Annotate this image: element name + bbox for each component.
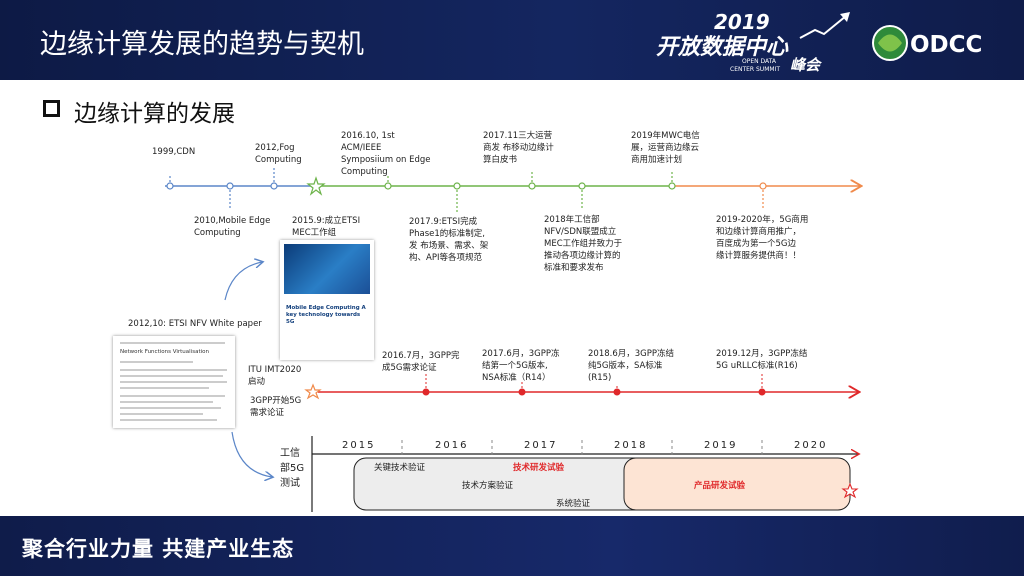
timeline-3gpp-node <box>422 388 430 396</box>
event-3gpp-2018: 2018.6月，3GPP冻结 纯5G版本，SA标准 (R15) <box>588 349 674 383</box>
timeline-node <box>384 182 392 190</box>
white-paper-title: Network Functions Virtualisation <box>120 349 209 355</box>
logo-arrow-head <box>840 12 850 22</box>
timeline-node <box>668 182 676 190</box>
gantt-year: 2016 <box>435 440 469 451</box>
gantt-row-label: 工信 部5G 测试 <box>280 448 305 489</box>
gantt-end-star <box>841 482 859 499</box>
gantt-year: 2017 <box>524 440 558 451</box>
gantt-year: 2018 <box>614 440 648 451</box>
timeline-node <box>270 182 278 190</box>
timeline-star-node <box>306 176 326 196</box>
event-2015-etsi: 2015.9:成立ETSI MEC工作组 <box>292 216 361 238</box>
event-3gpp-2017: 2017.6月，3GPP冻 结第一个5G版本, NSA标准（R14） <box>482 349 560 383</box>
gantt-item-solution: 技术方案验证 <box>462 481 514 491</box>
logo-en2: CENTER SUMMIT <box>730 66 780 73</box>
logo-en1: OPEN DATA <box>742 58 777 65</box>
slide-title: 边缘计算发展的趋势与契机 <box>40 29 364 60</box>
timeline-node <box>578 182 586 190</box>
timeline-node <box>453 182 461 190</box>
event-2017-etsi-phase1: 2017.9:ETSI完成 Phase1的标准制定, 发 布场景、需求、架 构、… <box>409 217 489 263</box>
odcc-text: ODCC <box>910 32 982 58</box>
footer-bar <box>0 516 1024 576</box>
gantt-year: 2015 <box>342 440 376 451</box>
event-2016-acm: 2016.10, 1st ACM/IEEE Symposiium on Edge… <box>341 131 431 177</box>
odcc-logo: ODCC <box>872 25 982 61</box>
event-2012-fog: 2012,Fog Computing <box>255 143 302 165</box>
timeline-3gpp-start-star <box>304 383 322 400</box>
logo-main: 开放数据中心 <box>656 34 789 60</box>
footer-slogan: 聚合行业力量 共建产业生态 <box>22 537 295 561</box>
gantt-item-product-rd: 产品研发试验 <box>694 481 746 491</box>
event-2019-mwc: 2019年MWC电信 展，运营商边缘云 商用加速计划 <box>631 131 700 165</box>
white-paper-text-lines <box>120 342 227 421</box>
timeline-node <box>528 182 536 190</box>
event-1999-cdn: 1999,CDN <box>152 147 196 157</box>
event-3gpp-2019: 2019.12月，3GPP冻结 5G uRLLC标准(R16) <box>716 349 808 371</box>
gantt-year: 2019 <box>704 440 738 451</box>
gantt-item-key-tech: 关键技术验证 <box>374 463 426 473</box>
connector-arrow-wp-to-test <box>231 431 272 477</box>
timeline-node <box>166 182 174 190</box>
timeline-3gpp-node <box>613 388 621 396</box>
section-bullet-icon <box>43 100 60 117</box>
label-itu-imt2020: ITU IMT2020 启动 <box>248 365 302 387</box>
gantt-item-system: 系统验证 <box>556 499 591 509</box>
gantt-item-tech-rd: 技术研发试验 <box>513 463 565 473</box>
event-2010-mec: 2010,Mobile Edge Computing <box>194 216 271 238</box>
event-2017-whitepaper: 2017.11三大运营 商发 布移动边缘计 算白皮书 <box>483 131 554 165</box>
timeline-node <box>759 182 767 190</box>
timeline-node <box>226 182 234 190</box>
event-2018-miit: 2018年工信部 NFV/SDN联盟成立 MEC工作组并致力于 推动各项边缘计算… <box>544 215 623 273</box>
etsi-cover-title: Mobile Edge Computing A key technology t… <box>286 305 366 325</box>
timeline-3gpp-node <box>758 388 766 396</box>
timeline-3gpp-node <box>518 388 526 396</box>
gantt-year: 2020 <box>794 440 828 451</box>
etsi-cover-image <box>284 244 370 294</box>
label-3gpp-start: 3GPP开始5G 需求论证 <box>250 396 302 418</box>
event-2019-2020-5g: 2019-2020年，5G商用 和边缘计算商用推广， 百度成为第一个5G边 缘计… <box>716 215 809 261</box>
event-3gpp-2016: 2016.7月，3GPP完 成5G需求论证 <box>382 351 460 373</box>
section-title: 边缘计算的发展 <box>74 101 235 127</box>
header-bar <box>0 0 1024 80</box>
logo-year: 2019 <box>714 10 770 34</box>
logo-sub: 峰会 <box>790 56 822 74</box>
summit-logo: 2019 开放数据中心 峰会 OPEN DATA CENTER SUMMIT <box>656 10 850 74</box>
logo-arrow-line <box>799 15 847 39</box>
connector-arrow-wp-to-etsi <box>224 262 262 301</box>
white-paper-label: 2012,10: ETSI NFV White paper <box>128 319 262 329</box>
